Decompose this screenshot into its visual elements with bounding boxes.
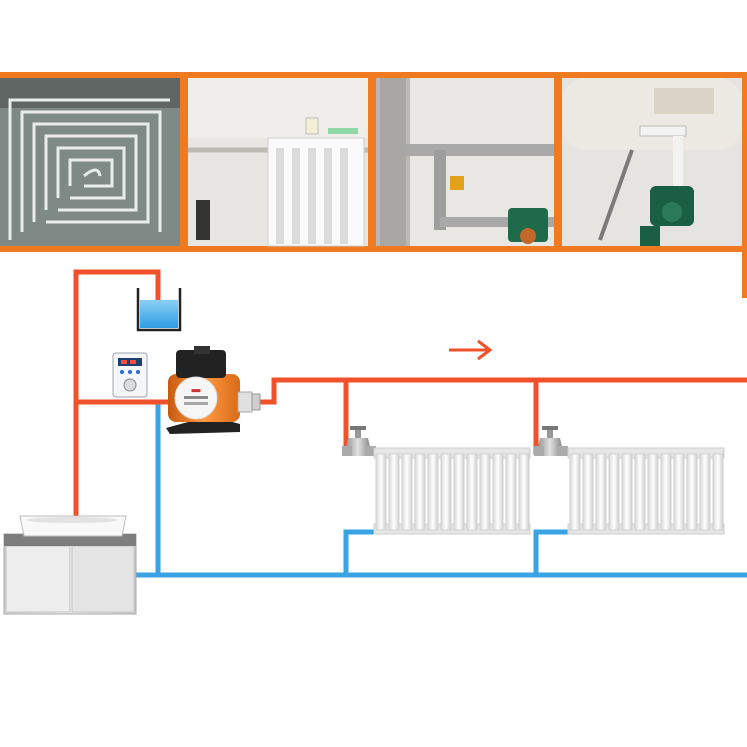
- radiator-left: [374, 448, 530, 534]
- radiator-right: [568, 448, 724, 534]
- thermostat-controller-icon: [113, 353, 147, 397]
- photo-radiator: [188, 78, 368, 246]
- circulation-pump-icon: ■■■: [166, 346, 260, 434]
- photo-floor-heating: [0, 78, 180, 246]
- photo-water-heater: [562, 78, 742, 246]
- photo-pipework: [376, 78, 554, 246]
- photo-strip: [0, 72, 747, 298]
- arrow-right-icon: [449, 341, 490, 359]
- boiler-cabinet-icon: [4, 516, 136, 614]
- gate-valve-icon: [534, 426, 568, 456]
- svg-text:■■■: ■■■: [191, 388, 200, 394]
